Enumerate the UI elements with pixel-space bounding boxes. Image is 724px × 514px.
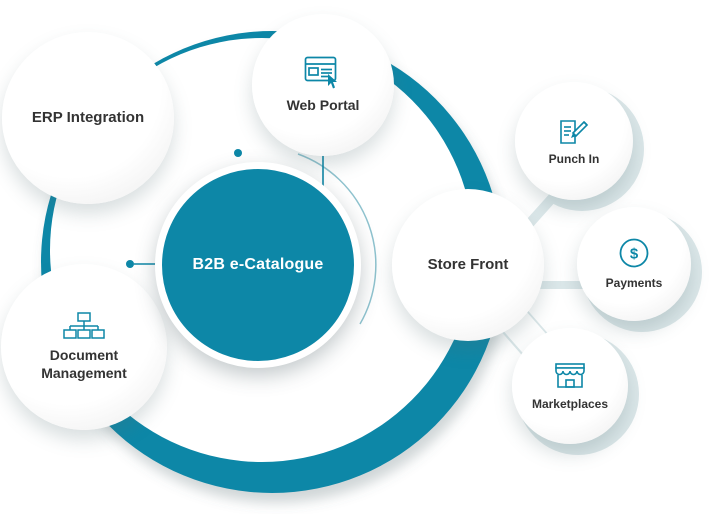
node-store-front: Store Front xyxy=(392,189,544,341)
punch-in-icon xyxy=(558,115,590,145)
node-b2b-ecatalogue-center: B2B e-Catalogue xyxy=(155,162,361,368)
connector-dot-left xyxy=(126,260,134,268)
punch-in-label: Punch In xyxy=(548,152,600,166)
dollar-symbol: $ xyxy=(630,246,639,263)
erp-integration-label: ERP Integration xyxy=(31,108,145,126)
storefront-icon xyxy=(553,360,587,390)
dollar-icon: $ xyxy=(618,237,650,269)
node-punch-in: Punch In xyxy=(515,82,633,200)
node-marketplaces: Marketplaces xyxy=(512,328,628,444)
web-portal-label: Web Portal xyxy=(286,96,360,113)
node-erp-integration: ERP Integration xyxy=(2,32,174,204)
payments-label: Payments xyxy=(605,276,663,290)
node-document-management: Document Management xyxy=(1,264,167,430)
connector-dot-top xyxy=(234,149,242,157)
marketplaces-label: Marketplaces xyxy=(531,397,609,411)
node-payments: $ Payments xyxy=(577,207,691,321)
document-management-icon xyxy=(62,312,106,340)
store-front-label: Store Front xyxy=(427,255,509,273)
document-management-label: Document Management xyxy=(41,347,127,381)
node-web-portal: Web Portal xyxy=(252,14,394,156)
web-portal-icon xyxy=(304,56,342,90)
center-label: B2B e-Catalogue xyxy=(192,256,324,273)
